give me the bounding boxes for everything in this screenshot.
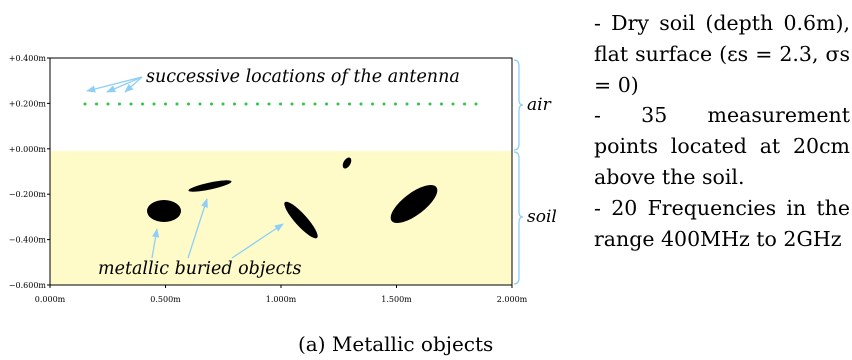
antenna-marker <box>348 102 351 106</box>
antenna-marker <box>210 102 213 106</box>
antenna-marker <box>198 102 202 106</box>
air-brace <box>513 59 524 151</box>
antenna-arrows <box>86 76 143 93</box>
x-tick-label: 1.500m <box>381 295 412 304</box>
figure-caption: (a) Metallic objects <box>298 332 494 356</box>
antenna-marker <box>302 102 305 106</box>
object-arrows <box>151 198 284 259</box>
antenna-label: successive locations of the antenna <box>146 67 460 87</box>
antenna-marker <box>336 102 340 106</box>
antenna-marker <box>106 102 110 106</box>
antenna-marker <box>164 102 167 106</box>
y-tick-label: +0.000m <box>9 145 47 154</box>
buried-object <box>188 180 232 192</box>
antenna-marker <box>440 102 443 106</box>
buried-object <box>390 184 438 224</box>
antenna-marker <box>95 102 98 106</box>
antenna-marker <box>325 102 328 106</box>
antenna-marker <box>83 102 87 106</box>
buried-object <box>284 201 318 239</box>
y-tick-label: +0.400m <box>9 54 47 63</box>
antenna-marker <box>256 102 259 106</box>
antenna-positions <box>83 102 478 106</box>
antenna-marker <box>187 102 190 106</box>
antenna-marker <box>233 102 236 106</box>
y-tick-label: −0.200m <box>9 190 47 199</box>
antenna-marker <box>290 102 294 106</box>
description-line: - Dry soil (depth 0.6m), flat surface (ε… <box>594 11 850 97</box>
soil-label: soil <box>527 207 557 227</box>
antenna-marker <box>175 102 179 106</box>
antenna-marker <box>428 102 432 106</box>
antenna-marker <box>313 102 317 106</box>
air-label: air <box>527 95 552 115</box>
description-text: - Dry soil (depth 0.6m), flat surface (ε… <box>594 8 850 254</box>
antenna-marker <box>244 102 248 106</box>
x-tick-label: 2.000m <box>497 295 528 304</box>
y-tick-label: +0.200m <box>9 99 47 108</box>
antenna-marker <box>463 102 466 106</box>
antenna-marker <box>382 102 386 106</box>
soil-region <box>50 151 512 285</box>
y-tick-label: −0.600m <box>9 281 47 290</box>
antenna-marker <box>152 102 156 106</box>
y-axis: +0.400m +0.200m +0.000m −0.200m −0.400m −0.60… <box>9 54 50 290</box>
x-axis: 0.000m 0.500m 1.000m 1.500m 2.000m <box>35 285 528 304</box>
y-tick-label: −0.400m <box>9 236 47 245</box>
antenna-marker <box>417 102 420 106</box>
antenna-marker <box>451 102 455 106</box>
x-tick-label: 0.500m <box>150 295 181 304</box>
buried-objects <box>147 157 438 239</box>
buried-object <box>342 157 352 169</box>
soil-brace <box>513 151 524 285</box>
antenna-marker <box>474 102 478 106</box>
antenna-marker <box>141 102 144 106</box>
x-tick-label: 1.000m <box>266 295 297 304</box>
x-tick-label: 0.000m <box>35 295 66 304</box>
antenna-marker <box>267 102 271 106</box>
antenna-marker <box>359 102 363 106</box>
antenna-marker <box>394 102 397 106</box>
objects-label: metallic buried objects <box>98 259 301 279</box>
antenna-marker <box>405 102 409 106</box>
antenna-marker <box>129 102 133 106</box>
description-line: - 20 Frequencies in the range 400MHz to … <box>594 195 850 251</box>
antenna-marker <box>118 102 121 106</box>
antenna-marker <box>371 102 374 106</box>
geometry-figure: +0.400m +0.200m +0.000m −0.200m −0.400m −0.60… <box>9 54 557 304</box>
antenna-marker <box>279 102 282 106</box>
description-line: - 35 measurement points located at 20cm … <box>594 103 850 189</box>
buried-object <box>147 200 181 222</box>
antenna-marker <box>221 102 225 106</box>
